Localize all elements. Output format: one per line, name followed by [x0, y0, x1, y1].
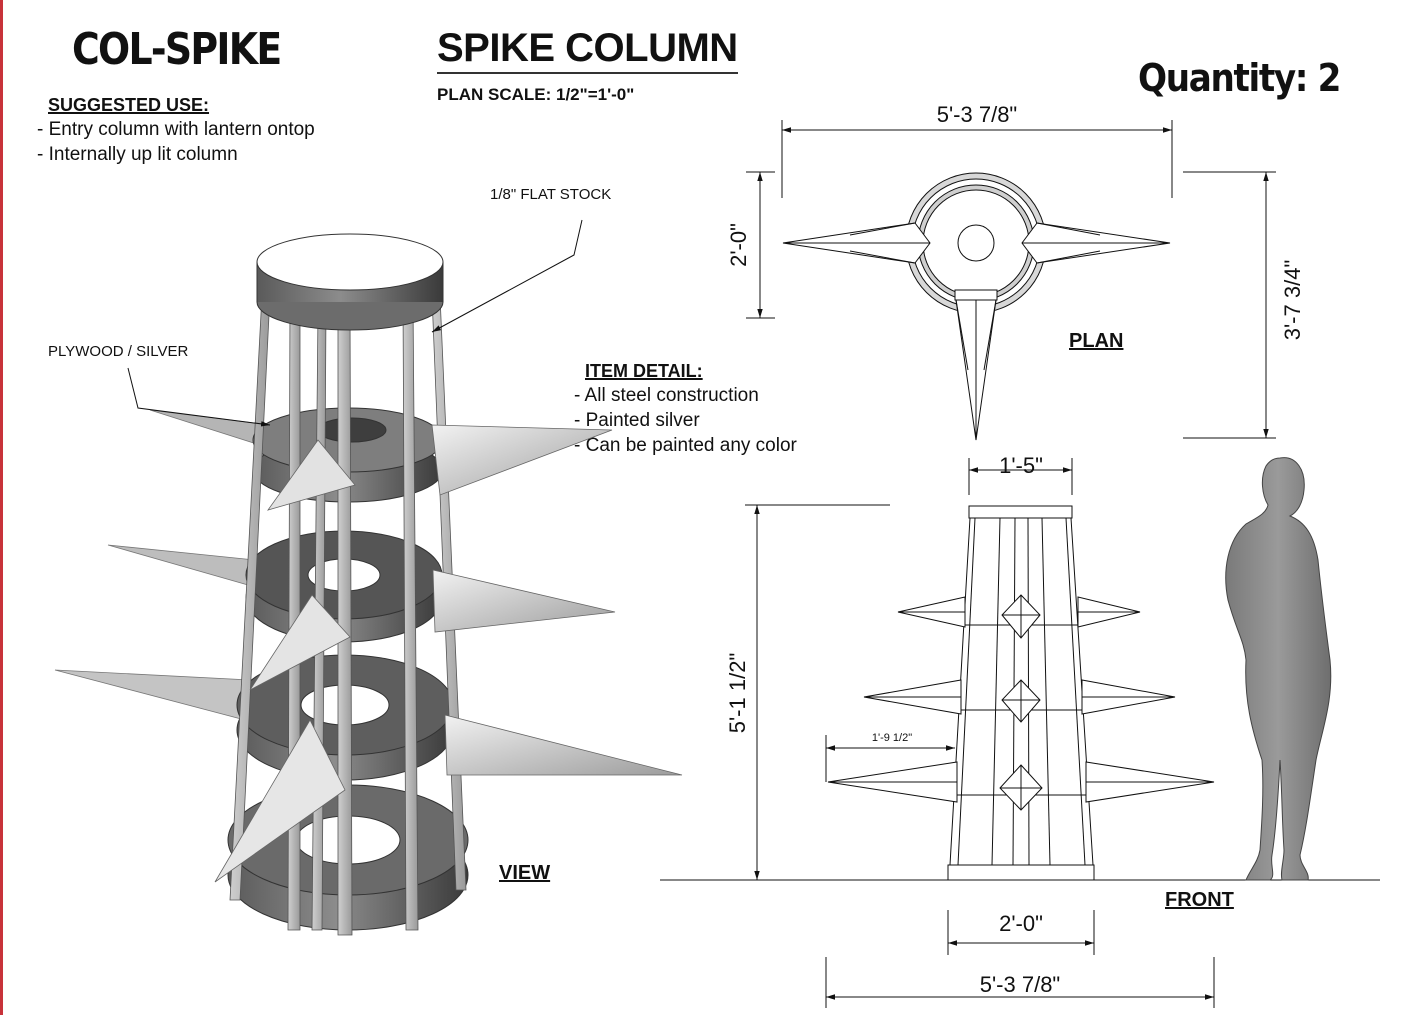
flat-stock-callout: 1/8" FLAT STOCK [490, 186, 612, 203]
item-detail-heading: ITEM DETAIL: [585, 361, 703, 381]
flat-stock-leader [431, 219, 583, 333]
render-spike [432, 569, 616, 633]
render-spike [267, 439, 356, 511]
render-spike [107, 544, 256, 586]
front-dimensions [745, 458, 1215, 1008]
spike-length-dim: 1'-9 1/2" [872, 732, 912, 744]
view-label: VIEW [499, 862, 551, 884]
item-detail-item: - Painted silver [574, 410, 700, 431]
human-scale-silhouette [1225, 457, 1332, 881]
front-elevation [660, 505, 1380, 881]
render-spike [431, 424, 613, 496]
render-spike [214, 719, 346, 883]
sheet-edge-accent [0, 0, 3, 1015]
plan-dimensions [746, 120, 1276, 439]
item-detail-item: - Can be painted any color [574, 435, 797, 456]
item-detail-list: - All steel construction - Painted silve… [574, 383, 797, 458]
plywood-leader [127, 367, 271, 427]
base-width-dim: 2'-0" [999, 911, 1043, 936]
render-spike [249, 594, 351, 691]
overall-width-dim: 5'-3 7/8" [980, 972, 1061, 997]
front-label: FRONT [1165, 889, 1234, 911]
render-spike [444, 714, 683, 776]
plan-overall-depth-dim: 3'-7 3/4" [1280, 260, 1305, 341]
quantity-label: Quantity: 2 [1138, 56, 1341, 100]
item-detail-item: - All steel construction [574, 385, 759, 406]
top-width-dim: 1'-5" [999, 453, 1043, 478]
plan-view [782, 172, 1171, 441]
suggested-use-item: - Entry column with lantern ontop [37, 119, 315, 140]
render-spike [149, 409, 271, 446]
plan-depth-dim: 2'-0" [726, 223, 751, 267]
plywood-callout: PLYWOOD / SILVER [48, 343, 189, 360]
height-dim: 5'-1 1/2" [725, 653, 750, 734]
render-spike [54, 669, 251, 721]
sheet-title: SPIKE COLUMN [437, 26, 738, 74]
perspective-render [54, 219, 683, 936]
item-code: COL-SPIKE [72, 24, 282, 75]
plan-scale: PLAN SCALE: 1/2"=1'-0" [437, 85, 635, 104]
suggested-use-list: - Entry column with lantern ontop - Inte… [37, 117, 315, 167]
suggested-use-heading: SUGGESTED USE: [48, 95, 210, 115]
plan-label: PLAN [1069, 330, 1124, 352]
plan-width-dim: 5'-3 7/8" [937, 102, 1018, 127]
suggested-use-item: - Internally up lit column [37, 144, 238, 165]
